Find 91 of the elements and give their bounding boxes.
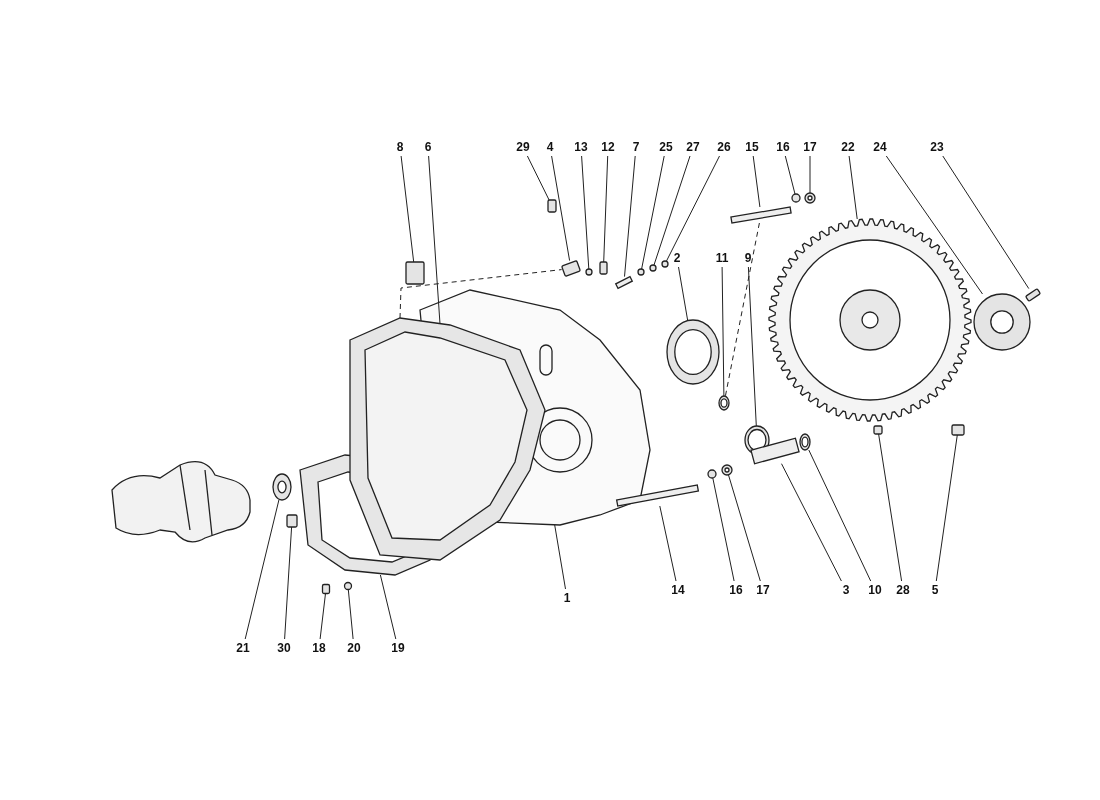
- leader-line: [581, 155, 590, 270]
- callout-number: 14: [671, 583, 685, 597]
- screw-drawing: [547, 199, 557, 213]
- callout-number: 17: [756, 583, 770, 597]
- callout-number: 6: [424, 140, 432, 154]
- callout-number: 13: [574, 140, 588, 154]
- leader-line: [784, 155, 796, 195]
- leader-line: [809, 155, 811, 194]
- bush-drawing: [286, 514, 298, 528]
- callout-number: 22: [841, 140, 855, 154]
- callout-number: 29: [516, 140, 530, 154]
- leader-line: [603, 155, 609, 263]
- ring-drawing: [799, 433, 811, 451]
- callout-number: 21: [236, 641, 250, 655]
- seal-ring-drawing: [666, 319, 720, 385]
- leader-line: [848, 155, 858, 220]
- callout-number: 7: [632, 140, 640, 154]
- leader-line: [379, 574, 397, 640]
- leader-line: [554, 524, 566, 590]
- callout-number: 4: [546, 140, 554, 154]
- washer-drawing: [343, 581, 353, 591]
- leader-line: [244, 499, 280, 640]
- callout-number: 1: [563, 591, 571, 605]
- callout-number: 18: [312, 641, 326, 655]
- leader-line: [878, 433, 903, 582]
- leader-line: [319, 593, 326, 640]
- bolt-drawing: [1024, 287, 1042, 303]
- leader-line: [712, 477, 735, 582]
- callout-number: 24: [873, 140, 887, 154]
- callout-number: 28: [896, 583, 910, 597]
- plate-drawing: [973, 293, 1031, 351]
- leader-line: [752, 155, 761, 208]
- callout-number: 26: [717, 140, 731, 154]
- plate-drawing: [560, 259, 582, 278]
- o-ring-drawing: [718, 395, 730, 411]
- leader-line: [781, 463, 842, 582]
- callout-number: 5: [931, 583, 939, 597]
- callout-number: 17: [803, 140, 817, 154]
- washer-drawing: [649, 264, 657, 272]
- callout-number: 9: [744, 251, 752, 265]
- plug-drawing: [405, 261, 425, 285]
- nut-drawing: [804, 192, 816, 204]
- leader-line: [551, 155, 571, 262]
- leader-line: [400, 155, 415, 263]
- callout-number: 30: [277, 641, 291, 655]
- callout-number: 19: [391, 641, 405, 655]
- callout-number: 3: [842, 583, 850, 597]
- washer-drawing: [661, 260, 669, 268]
- leader-line: [942, 155, 1030, 290]
- bush-drawing: [951, 424, 965, 436]
- leader-line: [347, 589, 354, 640]
- callout-number: 20: [347, 641, 361, 655]
- callout-number: 12: [601, 140, 615, 154]
- gasket-drawing: [349, 317, 546, 561]
- callout-number: 23: [930, 140, 944, 154]
- callout-number: 15: [745, 140, 759, 154]
- callout-number: 16: [776, 140, 790, 154]
- washer-drawing: [707, 469, 717, 479]
- leader-line: [659, 505, 677, 582]
- screw-drawing: [599, 261, 608, 275]
- bearing-drawing: [272, 473, 292, 501]
- callout-number: 2: [673, 251, 681, 265]
- leader-line: [624, 155, 636, 278]
- leader-line: [678, 266, 689, 321]
- washer-drawing: [585, 268, 593, 276]
- nut-drawing: [721, 464, 733, 476]
- pin-drawing: [873, 425, 883, 435]
- leader-line: [935, 434, 958, 582]
- leader-line: [526, 155, 550, 201]
- leader-line: [808, 449, 872, 582]
- callout-number: 11: [715, 251, 729, 265]
- callout-number: 25: [659, 140, 673, 154]
- dashed-assembly-line: [724, 222, 760, 397]
- screw-drawing: [321, 583, 331, 595]
- leader-line: [747, 266, 757, 427]
- callout-number: 27: [686, 140, 700, 154]
- washer-drawing: [791, 193, 801, 203]
- leader-line: [641, 155, 665, 270]
- callout-number: 10: [868, 583, 882, 597]
- washer-drawing: [637, 268, 645, 276]
- callout-number: 8: [396, 140, 404, 154]
- leader-line: [666, 155, 720, 262]
- dashed-assembly-line: [399, 269, 563, 319]
- leader-line: [653, 155, 691, 266]
- callout-number: 16: [729, 583, 743, 597]
- leader-line: [284, 526, 293, 640]
- leader-line: [885, 155, 983, 295]
- flywheel-drawing: [768, 218, 972, 422]
- leader-line: [728, 474, 761, 582]
- leader-line: [428, 155, 441, 325]
- leader-line: [721, 266, 725, 397]
